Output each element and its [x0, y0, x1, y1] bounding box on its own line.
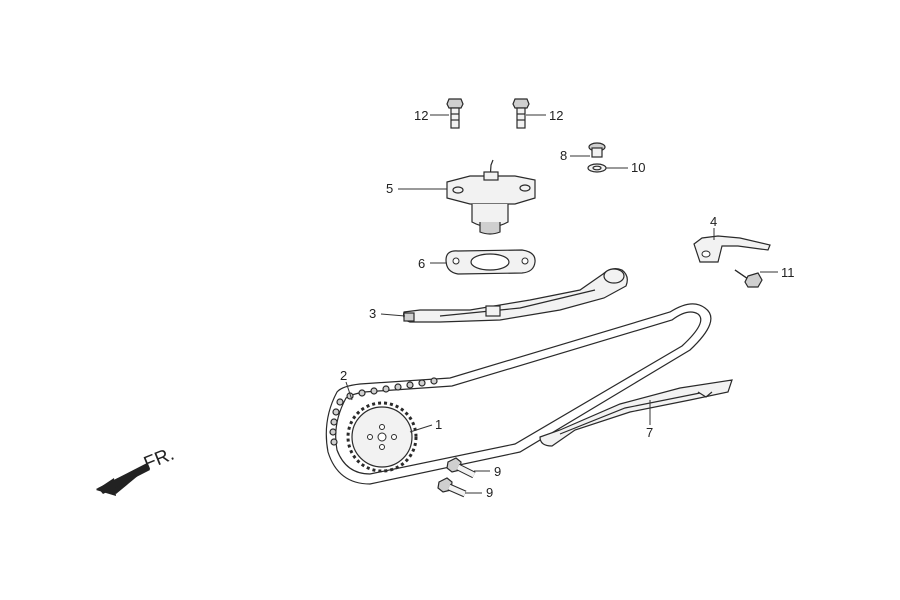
callout-11: 11	[781, 265, 795, 280]
leader-1	[409, 424, 433, 433]
bolt-11	[734, 269, 763, 288]
callout-1: 1	[435, 417, 442, 432]
leader-2	[345, 381, 353, 401]
bolt-9-upper	[446, 457, 476, 479]
bolt-8	[588, 142, 606, 158]
chain-links	[329, 377, 438, 446]
tensioner-5	[446, 159, 536, 235]
callout-10: 10	[631, 160, 645, 175]
bolt-9-lower	[437, 477, 467, 498]
callout-8: 8	[560, 148, 567, 163]
gasket-6	[445, 249, 536, 275]
callout-12-right: 12	[549, 108, 563, 123]
bolt-12-right	[512, 98, 530, 129]
callout-6: 6	[418, 256, 425, 271]
callout-9-upper: 9	[494, 464, 501, 479]
callout-4: 4	[710, 214, 717, 229]
guide-3	[403, 268, 628, 323]
callout-3: 3	[369, 306, 376, 321]
front-label: FR.	[141, 444, 177, 475]
timing-chain-2	[325, 303, 712, 485]
sprocket-1	[346, 401, 418, 473]
front-direction-arrow	[96, 463, 150, 496]
callout-5: 5	[386, 181, 393, 196]
callout-12-left: 12	[414, 108, 428, 123]
callout-9-lower: 9	[486, 485, 493, 500]
leader-3	[380, 313, 406, 317]
guide-7	[539, 379, 733, 447]
washer-10	[587, 163, 607, 173]
bracket-4	[693, 235, 771, 263]
bolt-12-left	[446, 98, 464, 129]
callout-7: 7	[646, 425, 653, 440]
callout-2: 2	[340, 368, 347, 383]
